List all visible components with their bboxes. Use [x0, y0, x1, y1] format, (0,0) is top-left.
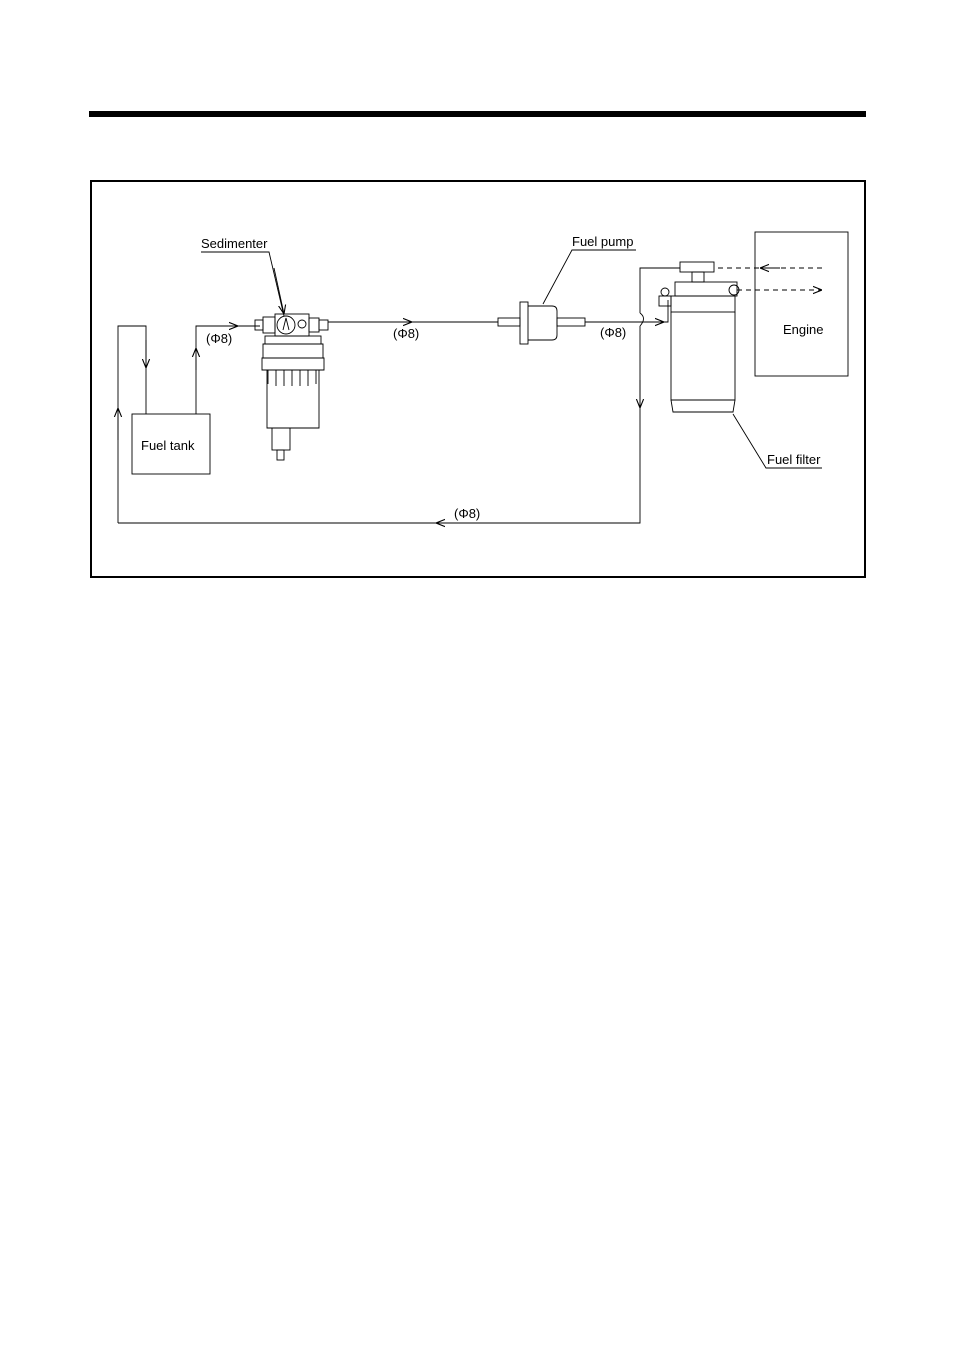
engine-label: Engine: [783, 322, 823, 337]
pipe-label-return: (Φ8): [454, 506, 480, 521]
fuel-pump-label: Fuel pump: [572, 234, 633, 249]
tank-outlet-pipe: [195, 325, 260, 414]
sedimenter: [254, 313, 329, 461]
pipe-label-sedimenter-pump: (Φ8): [393, 326, 419, 341]
fuel-filter-leader: [732, 413, 822, 469]
pipe-label-tank-sedimenter: (Φ8): [206, 331, 232, 346]
sedimenter-label: Sedimenter: [201, 236, 268, 251]
fuel-tank-box: [131, 413, 211, 475]
fuel-pump: [497, 301, 586, 345]
header-rule: [89, 111, 866, 117]
pipe-label-pump-filter: (Φ8): [600, 325, 626, 340]
fuel-filter: [658, 261, 740, 413]
fuel-pump-leader: [542, 249, 636, 305]
return-pipe: [639, 267, 680, 313]
return-pipe-crossover: [639, 312, 644, 327]
pump-filter-pipe: [585, 300, 669, 323]
diagram-frame: [90, 180, 866, 578]
fuel-filter-label: Fuel filter: [767, 452, 821, 467]
sedimenter-leader: [201, 251, 285, 317]
fuel-tank-label: Fuel tank: [141, 438, 195, 453]
engine-box: [754, 231, 849, 377]
